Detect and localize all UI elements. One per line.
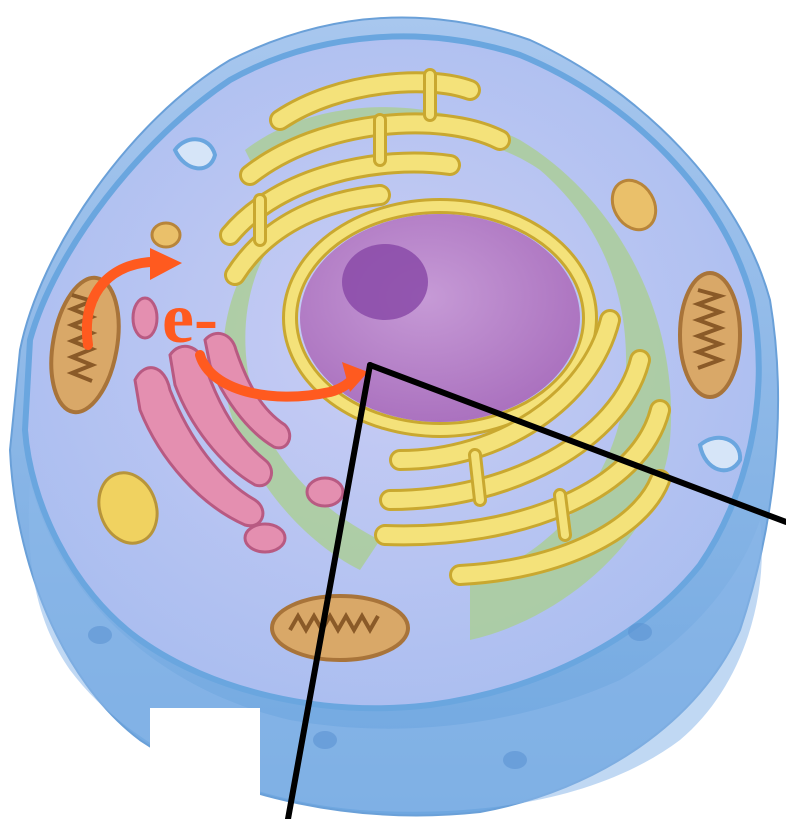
pore	[503, 751, 527, 769]
cover-block	[150, 708, 260, 819]
electron-label: e-	[162, 278, 218, 358]
pore	[628, 623, 652, 641]
pore	[88, 626, 112, 644]
vesicle	[152, 223, 180, 247]
nucleolus	[342, 244, 428, 320]
pore	[313, 731, 337, 749]
mitochondrion	[680, 273, 740, 397]
mitochondrion	[272, 596, 408, 660]
